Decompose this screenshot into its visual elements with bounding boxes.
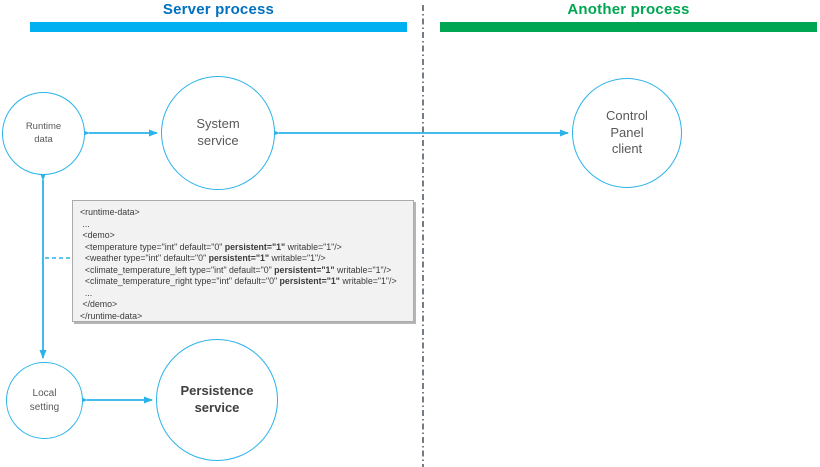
node-local-setting: Local setting: [6, 362, 83, 439]
code-line: ...: [80, 218, 90, 229]
code-line: <runtime-data>: [80, 207, 140, 217]
code-line: ...: [80, 287, 93, 298]
another-process-title: Another process: [567, 1, 690, 18]
node-local-setting-label: Local setting: [29, 388, 60, 413]
another-process-bar: [440, 22, 817, 32]
runtime-data-xml-snippet: <runtime-data> ... <demo> <temperature t…: [72, 200, 414, 322]
code-line: <climate_temperature_right type="int" de…: [80, 276, 397, 286]
server-process-bar: [30, 22, 407, 32]
node-control-panel-client: Control Panel client: [572, 78, 682, 188]
node-runtime-data-label: Runtime data: [25, 120, 62, 145]
code-line: <weather type="int" default="0" persiste…: [80, 253, 326, 263]
code-line: </demo>: [80, 299, 118, 309]
code-line: <temperature type="int" default="0" pers…: [80, 241, 342, 252]
node-system-service-label: System service: [196, 116, 240, 148]
server-process-title: Server process: [162, 1, 275, 18]
node-system-service: System service: [161, 76, 275, 190]
code-line: <demo>: [80, 230, 115, 240]
node-persistence-service: Persistence service: [156, 339, 278, 461]
code-line: </runtime-data>: [80, 310, 143, 321]
node-persistence-service-label: Persistence service: [180, 383, 254, 415]
code-line: <climate_temperature_left type="int" def…: [80, 264, 392, 275]
node-control-panel-client-label: Control Panel client: [606, 107, 648, 157]
node-runtime-data: Runtime data: [2, 92, 85, 175]
